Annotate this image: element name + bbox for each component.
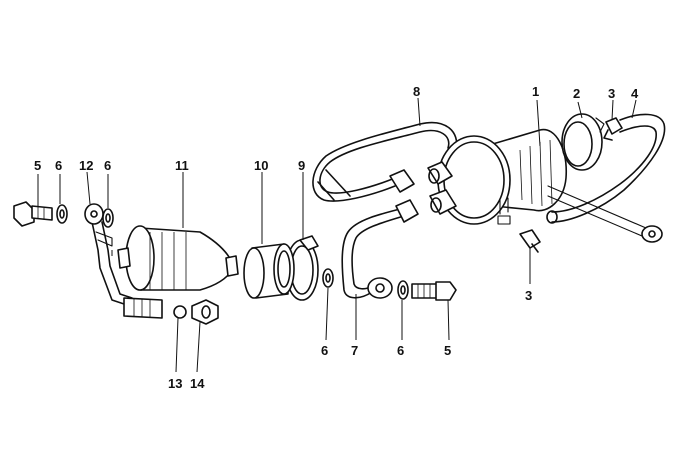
- callout-part-8: 8: [413, 84, 420, 99]
- part-10-rubber-sleeve: [243, 243, 295, 299]
- part-5-bolt-right: [411, 281, 457, 301]
- part-6-washer-mid: [322, 268, 334, 288]
- part-13-union-fitting: [123, 297, 187, 319]
- part-6-washer-left: [56, 204, 68, 224]
- callout-numbers: 1 2 3 4 5 6 12 6 11 10 9 8 3 6 7 6 5 13 …: [34, 84, 639, 391]
- callout-part-7: 7: [351, 343, 358, 358]
- part-5-bolt-left: [13, 201, 53, 227]
- part-3-clip-upper: [603, 117, 623, 141]
- part-1-fuel-accumulator: [427, 128, 567, 225]
- part-6-washer-left-2: [102, 208, 114, 228]
- part-8-fuel-line-loop: [312, 121, 458, 202]
- part-12-banjo-hose: [84, 203, 133, 307]
- callout-part-6-left-2: 6: [104, 158, 111, 173]
- part-4-hose-strap: [546, 113, 666, 243]
- part-14-nut: [191, 299, 219, 325]
- callout-part-6-right: 6: [397, 343, 404, 358]
- part-6-washer-right: [397, 280, 409, 300]
- callout-part-6-left: 6: [55, 158, 62, 173]
- callout-part-9: 9: [298, 158, 305, 173]
- accumulator-fitting-lower: [429, 189, 457, 215]
- callout-part-3-upper: 3: [608, 86, 615, 101]
- callout-part-5-right: 5: [444, 343, 451, 358]
- callout-part-14: 14: [190, 376, 205, 391]
- accumulator-fitting-upper: [427, 161, 453, 185]
- part-11-fuel-filter: [117, 225, 239, 291]
- callout-part-1: 1: [532, 84, 539, 99]
- callout-part-5-left: 5: [34, 158, 41, 173]
- callout-part-3-lower: 3: [525, 288, 532, 303]
- leader-lines: [37, 97, 637, 373]
- callout-part-12: 12: [79, 158, 93, 173]
- part-7-banjo-fuel-line: [341, 199, 419, 299]
- part-2-ring-clamp: [561, 113, 605, 171]
- callout-part-11: 11: [175, 158, 189, 173]
- callout-part-2: 2: [573, 86, 580, 101]
- callout-part-13: 13: [168, 376, 182, 391]
- part-3-clip-lower: [519, 229, 541, 253]
- callout-part-6-mid: 6: [321, 343, 328, 358]
- callout-part-4: 4: [631, 86, 639, 101]
- callout-part-10: 10: [254, 158, 268, 173]
